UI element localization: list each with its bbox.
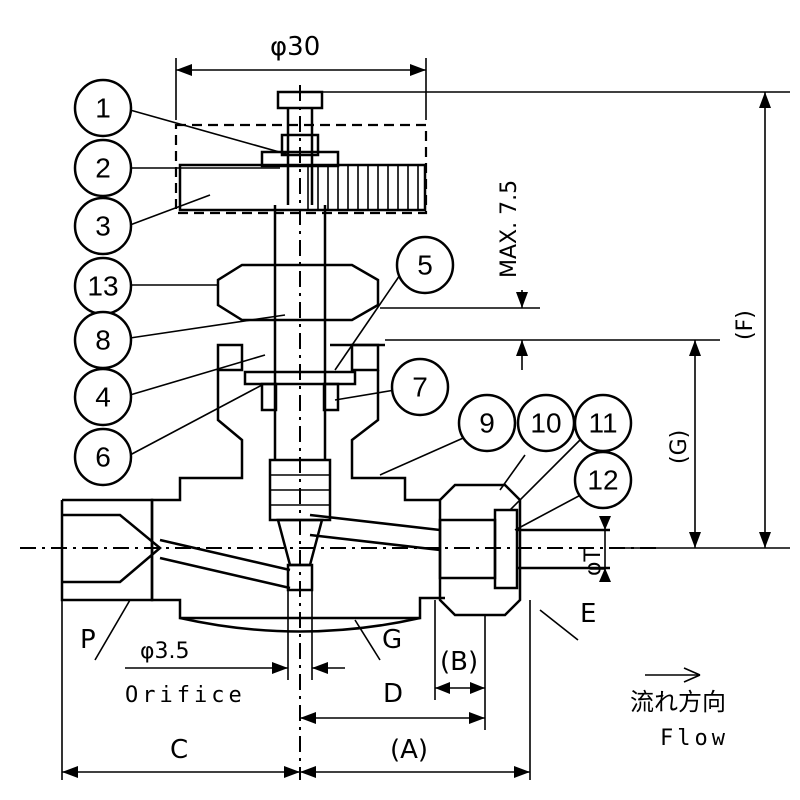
bonnet-body	[216, 370, 380, 460]
dimension-orifice	[125, 590, 345, 680]
callout-5-label: 5	[417, 250, 433, 281]
dim-phi30-label: φ30	[270, 32, 320, 62]
dim-max-stroke-label: MAX. 7.5	[497, 180, 522, 278]
callout-8: 8	[73, 310, 133, 370]
dimension-D	[300, 712, 485, 724]
callout-3-label: 3	[95, 211, 111, 242]
bonnet-flats	[216, 343, 380, 372]
callout-11: 11	[573, 393, 633, 453]
passage-left-top	[159, 538, 291, 572]
flow-label: Flow	[660, 726, 729, 751]
top-cap-nut	[276, 90, 324, 110]
dimension-phi-T	[599, 516, 611, 582]
callout-1-label: 1	[95, 93, 111, 124]
dim-F-label: (F)	[733, 310, 758, 340]
dim-E-label: E	[580, 599, 596, 629]
dimension-C	[61, 600, 300, 780]
passage-right-bottom	[309, 533, 441, 552]
dim-D-label: D	[383, 679, 403, 709]
callout-1: 1	[73, 78, 133, 138]
callout-12: 12	[573, 450, 633, 510]
fitting-nut	[438, 483, 522, 617]
packing-right	[322, 382, 340, 412]
dimension-max-stroke	[380, 290, 540, 370]
callout-11-label: 11	[588, 408, 617, 439]
dim-A-label: (A)	[390, 735, 428, 765]
handwheel-knurl	[307, 165, 419, 210]
callout-12-label: 12	[587, 465, 618, 496]
hex-nut	[280, 133, 320, 157]
valve-body-left	[150, 460, 445, 620]
callout-2: 2	[73, 138, 133, 198]
gland-nut	[216, 263, 380, 322]
callout-3: 3	[73, 196, 133, 256]
left-port	[60, 498, 154, 602]
orifice-label: Orifice	[125, 683, 246, 708]
callout-7: 7	[390, 357, 450, 417]
packing-washer	[243, 370, 357, 386]
dimension-phi30	[175, 58, 427, 120]
dim-B-label: (B)	[440, 647, 478, 677]
passage-left-bottom	[159, 556, 291, 590]
callout-4-label: 4	[95, 382, 111, 413]
body-bottom-curve	[179, 616, 421, 633]
callout-10: 10	[516, 393, 576, 453]
dimension-A	[300, 600, 531, 780]
callout-2-label: 2	[95, 153, 111, 184]
callout-6: 6	[73, 427, 133, 487]
dimension-G	[385, 339, 720, 548]
callout-6-label: 6	[95, 442, 111, 473]
callout-8-label: 8	[95, 325, 111, 356]
packing-left	[260, 382, 278, 412]
left-port-bore	[62, 513, 162, 584]
callout-4: 4	[73, 367, 133, 427]
valve-body-right	[350, 460, 440, 502]
callout-9: 9	[457, 393, 517, 453]
flow-direction-jp-label: 流れ方向	[630, 688, 726, 716]
dimension-B	[434, 600, 486, 730]
dimension-F	[320, 91, 790, 549]
callout-7-label: 7	[412, 372, 428, 403]
callout-5: 5	[395, 235, 455, 295]
callout-13-label: 13	[87, 271, 118, 302]
callout-9-label: 9	[479, 408, 495, 439]
flow-arrow	[645, 667, 701, 683]
callout-10-label: 10	[530, 408, 561, 439]
dim-P-label: P	[80, 625, 96, 655]
orifice-diameter-label: φ3.5	[140, 639, 190, 664]
callout-leaders	[94, 109, 591, 661]
dim-phiT-label: φT	[581, 547, 606, 576]
washer	[260, 150, 340, 168]
needle-point	[286, 563, 314, 592]
callout-13: 13	[73, 256, 133, 316]
dim-C-label: C	[170, 735, 188, 765]
dim-G-label: (G)	[667, 430, 692, 464]
fitting-sleeve	[493, 508, 519, 590]
dim-G-mark-label: G	[382, 625, 402, 655]
passage-right-top	[309, 513, 441, 532]
